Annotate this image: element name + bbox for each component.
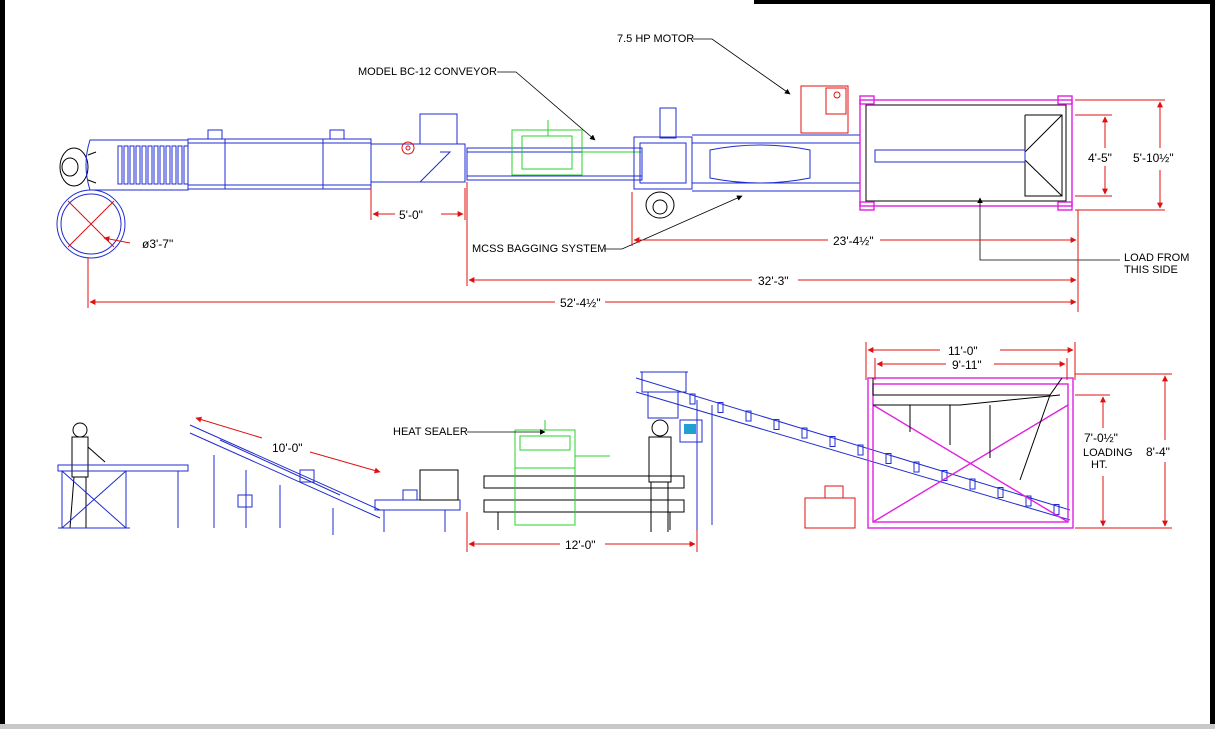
label-load-line1: LOAD FROM bbox=[1124, 252, 1189, 264]
slat bbox=[159, 145, 165, 185]
slat bbox=[141, 145, 147, 185]
cleat bbox=[773, 419, 780, 430]
dim-12-0: 12'-0" bbox=[565, 538, 596, 552]
slat bbox=[123, 145, 129, 185]
hopper-plan bbox=[859, 95, 1073, 211]
label-motor: 7.5 HP MOTOR bbox=[617, 33, 694, 45]
cleat bbox=[913, 461, 920, 473]
dim-32-3: 32'-3" bbox=[758, 274, 789, 288]
cleat bbox=[829, 436, 836, 447]
label-loading-line1: LOADING bbox=[1083, 447, 1133, 459]
operator-left-elevation bbox=[69, 422, 106, 529]
turntable bbox=[56, 189, 126, 259]
plan-view: 7.5 HP MOTOR MODEL BC-12 CONVEYOR MCSS B… bbox=[56, 33, 1189, 312]
dimensions-plan: 5'-0" ø3'-7" 4'-5" 5'-10½" 23'-4½" 32'-3… bbox=[87, 99, 1174, 312]
accumulation-table-elevation bbox=[57, 464, 189, 529]
cleat bbox=[969, 478, 976, 490]
dim-7-0-half: 7'-0½" bbox=[1084, 431, 1118, 445]
cleat bbox=[941, 470, 948, 481]
slat bbox=[153, 145, 159, 185]
hopper-elevation bbox=[804, 377, 1074, 529]
cleat bbox=[1025, 495, 1032, 507]
accumulation-conveyor-plan bbox=[85, 139, 189, 191]
bc12-conveyor-plan bbox=[187, 113, 466, 190]
motor-plan bbox=[800, 85, 849, 134]
dimensions-elevation: 10'-0" 11'-0" 9'-11" 12'-0" 7'-0½" bbox=[195, 342, 1172, 552]
cleat bbox=[885, 453, 892, 464]
cleat bbox=[745, 410, 752, 422]
heat-sealer-plan bbox=[466, 120, 643, 181]
dim-52-4-half: 52'-4½" bbox=[560, 296, 601, 310]
dim-9-11: 9'-11" bbox=[952, 358, 982, 372]
label-conveyor: MODEL BC-12 CONVEYOR bbox=[358, 66, 497, 78]
dim-5-0: 5'-0" bbox=[399, 208, 423, 222]
slat bbox=[117, 145, 123, 185]
incline-conveyor-elevation bbox=[189, 424, 381, 535]
dim-5-10-half: 5'-10½" bbox=[1133, 151, 1174, 165]
dim-8-4: 8'-4" bbox=[1146, 445, 1170, 459]
slat bbox=[135, 145, 141, 185]
label-loading-line2: HT. bbox=[1091, 459, 1108, 471]
slat bbox=[165, 145, 171, 185]
short-conveyor-elevation bbox=[374, 469, 461, 532]
slat bbox=[177, 145, 183, 185]
slat bbox=[183, 145, 189, 185]
cleat bbox=[689, 393, 696, 405]
dim-23-4-half: 23'-4½" bbox=[833, 234, 874, 248]
dim-diameter: ø3'-7" bbox=[142, 237, 173, 251]
elevation-view: HEAT SEALER LOADING HT. 10'-0" 11'-0" 9'… bbox=[57, 342, 1172, 552]
dim-11-0: 11'-0" bbox=[948, 344, 978, 358]
bagging-system-plan bbox=[633, 107, 860, 219]
operator-top-left bbox=[59, 147, 97, 187]
cleat bbox=[801, 427, 808, 439]
cleat bbox=[857, 444, 864, 456]
dim-10-0: 10'-0" bbox=[272, 441, 303, 455]
dim-4-5: 4'-5" bbox=[1088, 151, 1112, 165]
bagging-incline-elevation bbox=[635, 371, 1071, 530]
label-heat-sealer: HEAT SEALER bbox=[393, 426, 468, 438]
label-bagging-system: MCSS BAGGING SYSTEM bbox=[472, 243, 606, 255]
slat bbox=[171, 145, 177, 185]
cleat bbox=[717, 402, 724, 413]
slat bbox=[147, 145, 153, 185]
slat bbox=[129, 145, 135, 185]
label-load-line2: THIS SIDE bbox=[1124, 264, 1178, 276]
operator-bagging-elevation bbox=[648, 419, 703, 532]
cleat bbox=[997, 487, 1004, 498]
